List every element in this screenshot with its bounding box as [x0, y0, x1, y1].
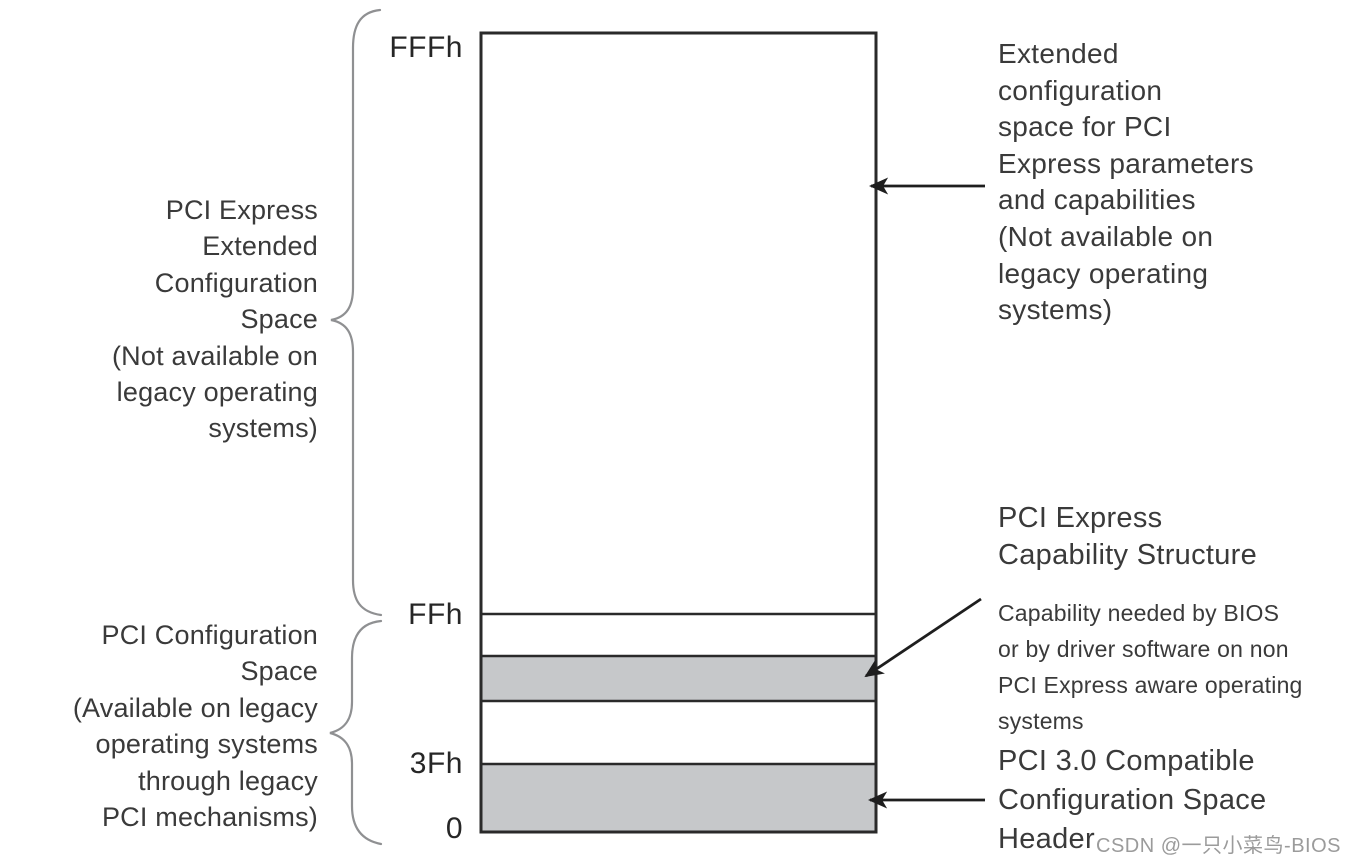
pci-space-brace — [329, 619, 383, 846]
watermark: CSDN @一只小菜鸟-BIOS — [1096, 835, 1341, 857]
extended-space-brace — [330, 8, 383, 617]
address-label-ffh: FFh — [408, 598, 463, 631]
capability-structure-annotation: PCI Express Capability Structure Capabil… — [998, 482, 1343, 757]
address-label-fffh: FFFh — [389, 31, 463, 64]
config-space-rect — [479, 31, 878, 834]
capability-structure-arrow-icon — [864, 597, 982, 678]
extended-space-label: PCI Express Extended Configuration Space… — [111, 195, 318, 444]
capability-structure-band — [482, 656, 875, 701]
capability-structure-body: Capability needed by BIOS or by driver s… — [998, 600, 1303, 734]
pci30-header-band — [482, 764, 875, 832]
address-label-3fh: 3Fh — [409, 747, 463, 780]
extended-config-annotation: Extended configuration space for PCI Exp… — [998, 38, 1254, 326]
address-label-0: 0 — [445, 812, 463, 845]
capability-structure-title: PCI Express Capability Structure — [998, 502, 1258, 571]
pci-space-label: PCI Configuration Space (Available on le… — [72, 620, 318, 833]
pci30-header-annotation: PCI 3.0 Compatible Configuration Space H… — [998, 745, 1267, 855]
